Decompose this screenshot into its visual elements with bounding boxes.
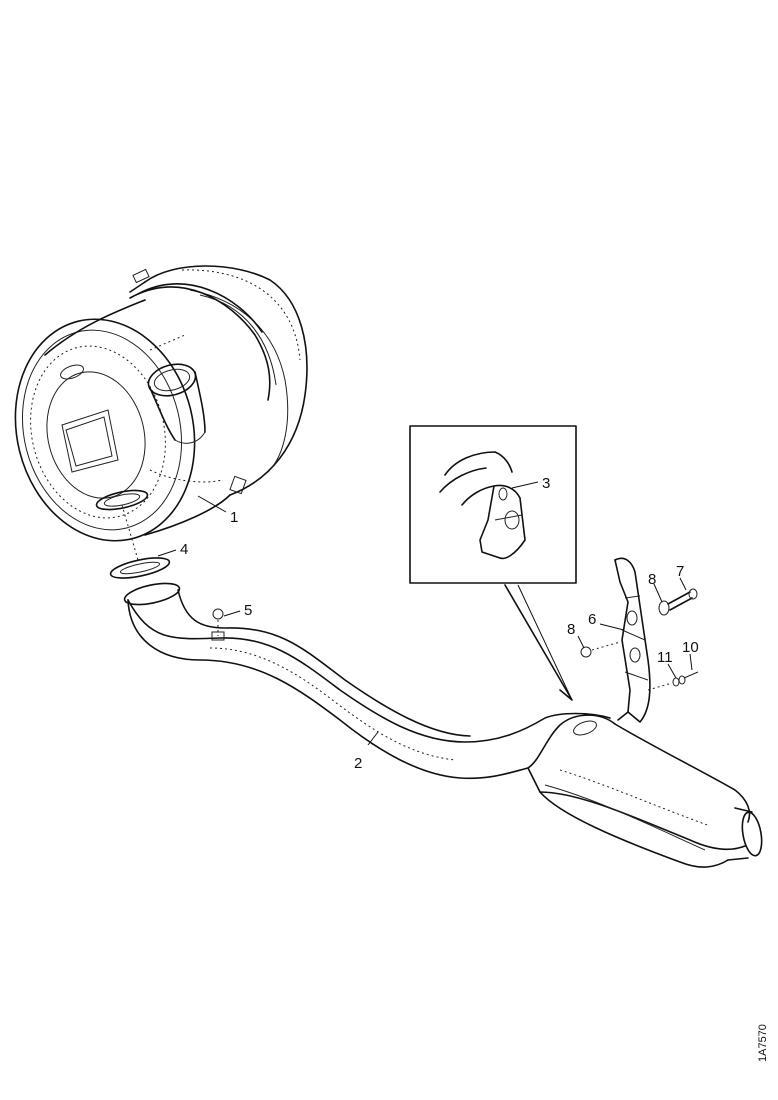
callout-4: 4 [180,541,188,558]
leader-6 [599,623,625,631]
mounting-bracket [614,557,651,723]
washer-11 [647,677,680,691]
callout-8-upper: 8 [648,571,656,588]
screw-10 [678,671,699,685]
callout-8-lower: 8 [567,621,575,638]
callout-6: 6 [588,611,596,628]
alignment-line-muffler-gasket [121,504,139,561]
leader-10 [689,653,693,671]
leader-2 [367,731,379,746]
callout-1: 1 [230,509,238,526]
callout-5: 5 [244,602,252,619]
callout-2: 2 [354,755,362,772]
gasket [109,557,171,579]
clamp-5 [211,608,225,641]
rear-silencer [527,714,763,868]
leader-11 [667,663,677,679]
leader-3 [511,481,539,489]
detail-inset [409,425,577,584]
nut-9 [580,641,621,658]
bolt-7 [667,588,698,611]
callout-10: 10 [682,639,699,656]
leader-5 [223,610,241,617]
callout-3: 3 [542,475,550,492]
callout-7: 7 [676,563,684,580]
reference-code: 1A7570 [757,1024,769,1062]
callout-11: 11 [657,649,673,666]
leader-1 [197,495,227,513]
inset-pointer [504,584,573,701]
leader-4 [157,549,177,557]
muffler-drum [14,265,308,542]
leader-8b [577,635,585,649]
washer-8-upper [658,600,670,616]
exhaust-pipe [123,582,611,780]
leader-7 [679,577,687,591]
leader-8a [653,583,663,603]
